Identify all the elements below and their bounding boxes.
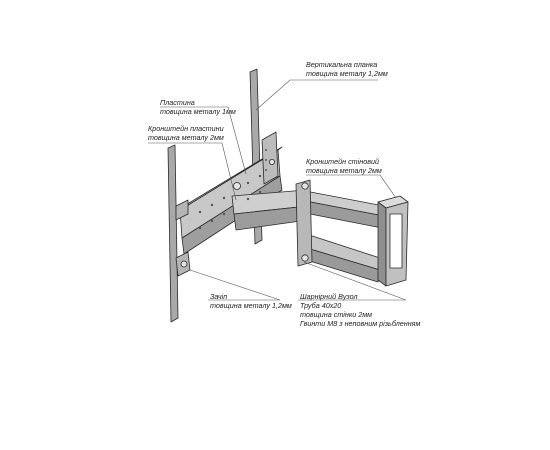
label-line: Гвинти М8 з неповним різьбленням (300, 319, 421, 328)
label-line: Шарнірний Вузол (300, 292, 358, 301)
hinge-tube (295, 179, 313, 267)
label-line: товщина металу 1,2мм (306, 69, 388, 78)
label-line: товщина стінки 2мм (300, 310, 373, 319)
bolt-hinge-top (301, 182, 309, 190)
wall-bracket-front (377, 201, 387, 287)
label-latch: Зачіп товщина металу 1,2мм (210, 292, 292, 310)
label-plate-bracket: Кронштейн пластини товщина металу 2мм (148, 124, 224, 142)
label-plate: Пластина товщина металу 1мм (160, 98, 236, 116)
label-line: Пластина (160, 98, 195, 107)
bolt-plate-2 (268, 158, 275, 165)
leader-hinge (298, 261, 407, 301)
right-riser (261, 131, 279, 185)
leader-wall-bracket (306, 174, 397, 199)
label-line: товщина металу 1,2мм (210, 301, 292, 310)
leader-latch (189, 269, 281, 301)
label-vertical-plank: Вертикальна планка товщина металу 1,2мм (306, 60, 388, 78)
leader-vertical-plank (255, 79, 378, 111)
label-line: Труба 40х20 (300, 301, 342, 310)
leader-lines (148, 79, 407, 301)
plate-holes (198, 149, 267, 230)
label-line: Зачіп (210, 292, 228, 301)
label-line: товщина металу 1мм (160, 107, 236, 116)
leader-plate (160, 106, 247, 175)
label-line: Вертикальна планка (306, 60, 378, 69)
label-line: Кронштейн стіновий (306, 157, 379, 166)
bolt-latch (180, 260, 188, 268)
label-hinge: Шарнірний Вузол Труба 40х20 товщина стін… (300, 292, 420, 328)
left-vertical-plank (167, 144, 179, 323)
wall-bracket-window (389, 213, 403, 269)
label-line: товщина металу 2мм (306, 166, 382, 175)
bolt-hinge-bottom (301, 254, 309, 262)
label-line: Кронштейн пластини (148, 124, 224, 133)
leader-plate-bracket (148, 142, 237, 201)
bolt-plate (233, 182, 241, 190)
label-line: товщина металу 2мм (148, 133, 224, 142)
upper-latch (175, 199, 189, 221)
label-wall-bracket: Кронштейн стіновий товщина металу 2мм (306, 157, 382, 175)
